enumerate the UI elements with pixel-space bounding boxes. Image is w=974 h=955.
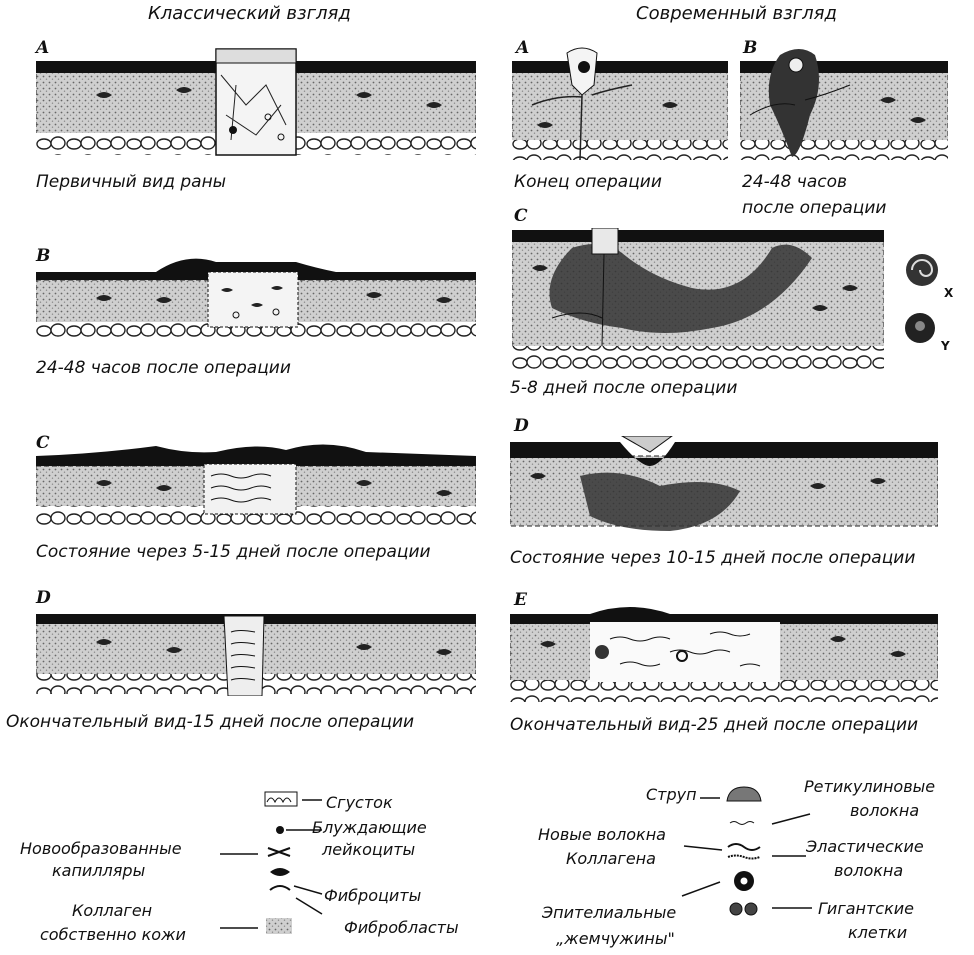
legend-reticulin-2: волокна	[850, 800, 919, 821]
legend-capillaries-1: Новообразованные	[20, 838, 182, 859]
modern-e-diagram	[510, 604, 938, 702]
classic-header: Классический взгляд	[148, 5, 351, 23]
modern-c-diagram	[512, 228, 884, 372]
modern-a-diagram	[512, 45, 728, 160]
legend-collagen-2: собственно кожи	[40, 924, 186, 945]
modern-b-caption-1: 24-48 часов	[742, 174, 847, 191]
legend-collagen-1: Коллаген	[72, 900, 152, 921]
modern-b-diagram	[740, 45, 948, 160]
legend-pearls-2: „жемчужины"	[556, 928, 675, 949]
modern-a-caption: Конец операции	[514, 174, 662, 191]
classic-b-caption: 24-48 часов после операции	[36, 360, 291, 377]
modern-d-caption: Состояние через 10-15 дней после операци…	[510, 550, 915, 567]
modern-b-caption-2: после операции	[742, 200, 886, 217]
classic-b-diagram	[36, 250, 476, 340]
classic-d-letter: D	[36, 590, 51, 607]
modern-c-caption: 5-8 дней после операции	[510, 380, 737, 397]
classic-d-diagram	[36, 612, 476, 696]
classic-a-caption: Первичный вид раны	[36, 174, 226, 191]
legend-elastic-1: Эластические	[806, 836, 924, 857]
legend-elastic-2: волокна	[834, 860, 903, 881]
modern-e-caption: Окончательный вид-25 дней после операции	[510, 717, 918, 734]
legend-reticulin-1: Ретикулиновые	[804, 776, 935, 797]
legend-giant-2: клетки	[848, 922, 907, 943]
legend-modern-arrows	[680, 784, 820, 934]
modern-c-mark-y: Y	[941, 340, 950, 352]
classic-c-diagram	[36, 438, 476, 526]
legend-leukocytes-2: лейкоциты	[322, 839, 415, 860]
legend-capillaries-2: капилляры	[52, 860, 145, 881]
legend-pearls-1: Эпителиальные	[542, 902, 676, 923]
legend-giant-1: Гигантские	[818, 898, 914, 919]
modern-c-letter: C	[514, 208, 528, 225]
classic-a-diagram	[36, 45, 476, 157]
legend-new-collagen-2: Коллагена	[566, 848, 656, 869]
modern-d-diagram	[510, 436, 938, 536]
legend-classic-arrows	[200, 790, 330, 940]
legend-new-collagen-1: Новые волокна	[538, 824, 666, 845]
classic-d-caption: Окончательный вид-15 дней после операции	[6, 714, 414, 731]
modern-header: Современный взгляд	[636, 5, 837, 23]
legend-clot: Сгусток	[326, 792, 393, 813]
legend-fibrocytes: Фиброциты	[324, 885, 421, 906]
modern-c-mark-x: X	[944, 287, 953, 299]
modern-d-letter: D	[514, 418, 529, 435]
classic-c-caption: Состояние через 5-15 дней после операции	[36, 544, 431, 561]
legend-fibroblasts: Фибробласты	[344, 917, 459, 938]
